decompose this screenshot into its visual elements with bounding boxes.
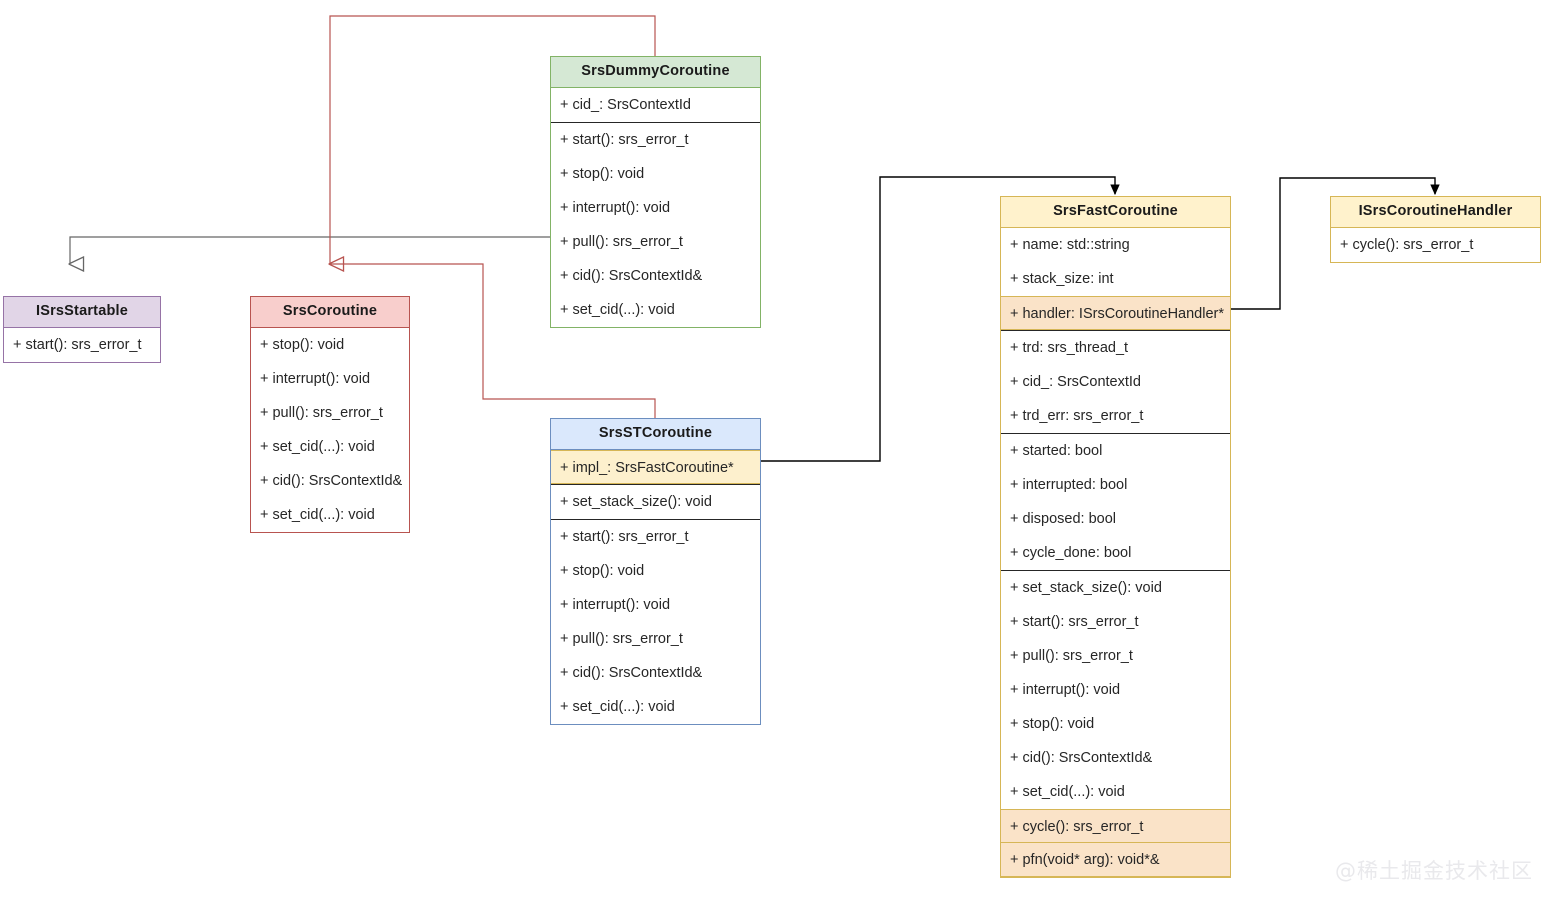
method-row: + start(): srs_error_t [560, 131, 689, 148]
method-row: + stop(): void [560, 562, 645, 579]
section-d: + set_stack_size(): void + start(): srs_… [1001, 569, 1230, 877]
member-row: + start(): srs_error_t [13, 336, 142, 353]
member-row: + pull(): srs_error_t [260, 404, 383, 421]
method-row: + stop(): void [1010, 715, 1095, 732]
class-box-srs-dummy-coroutine[interactable]: SrsDummyCoroutine + cid_: SrsContextId +… [550, 56, 761, 328]
class-title-srs-fast-coroutine: SrsFastCoroutine [1001, 197, 1230, 228]
method-row: + set_cid(...): void [560, 698, 675, 715]
class-box-isrs-coroutine-handler[interactable]: ISrsCoroutineHandler + cycle(): srs_erro… [1330, 196, 1541, 263]
member-row: + cycle(): srs_error_t [1340, 236, 1474, 253]
member-row: + cid(): SrsContextId& [260, 472, 403, 489]
section-members: + cycle(): srs_error_t [1331, 228, 1540, 262]
attribute-row: + cid_: SrsContextId [1010, 373, 1141, 390]
class-title-srs-dummy-coroutine: SrsDummyCoroutine [551, 57, 760, 88]
method-row: + cid(): SrsContextId& [1010, 749, 1153, 766]
section-members: + start(): srs_error_t [4, 328, 160, 362]
attribute-row-highlighted: + impl_: SrsFastCoroutine* [551, 449, 760, 484]
class-box-srs-fast-coroutine[interactable]: SrsFastCoroutine + name: std::string + s… [1000, 196, 1231, 878]
method-row: + cid(): SrsContextId& [560, 267, 703, 284]
method-row: + set_stack_size(): void [1010, 579, 1162, 596]
attribute-row: + trd_err: srs_error_t [1010, 407, 1144, 424]
method-row: + cid(): SrsContextId& [560, 664, 703, 681]
class-title-isrs-coroutine-handler: ISrsCoroutineHandler [1331, 197, 1540, 228]
class-title-isrs-startable: ISrsStartable [4, 297, 160, 328]
attribute-row: + started: bool [1010, 442, 1103, 459]
attribute-row-highlighted: + handler: ISrsCoroutineHandler* [1001, 295, 1230, 330]
section-methods: + start(): srs_error_t + stop(): void + … [551, 518, 760, 724]
section-c: + started: bool + interrupted: bool + di… [1001, 432, 1230, 570]
method-row: + pull(): srs_error_t [1010, 647, 1133, 664]
section-attributes: + cid_: SrsContextId [551, 88, 760, 122]
member-row: + set_cid(...): void [260, 506, 375, 523]
member-row: + stop(): void [260, 336, 345, 353]
attribute-row: + cycle_done: bool [1010, 544, 1132, 561]
method-row: + stop(): void [560, 165, 645, 182]
method-row: + pull(): srs_error_t [560, 233, 683, 250]
method-row: + set_cid(...): void [1010, 783, 1125, 800]
method-row: + set_cid(...): void [560, 301, 675, 318]
method-row: + interrupt(): void [560, 596, 671, 613]
method-row: + interrupt(): void [1010, 681, 1121, 698]
method-row: + interrupt(): void [560, 199, 671, 216]
method-row-highlighted: + pfn(void* arg): void*& [1001, 842, 1230, 877]
class-box-srs-st-coroutine[interactable]: SrsSTCoroutine + impl_: SrsFastCoroutine… [550, 418, 761, 725]
section-members: + stop(): void + interrupt(): void + pul… [251, 328, 409, 532]
class-box-isrs-startable[interactable]: ISrsStartable + start(): srs_error_t [3, 296, 161, 363]
section-attributes: + impl_: SrsFastCoroutine* [551, 449, 760, 484]
attribute-row: + name: std::string [1010, 236, 1130, 253]
watermark-text: @稀土掘金技术社区 [1335, 859, 1533, 883]
method-row: + start(): srs_error_t [1010, 613, 1139, 630]
class-title-srs-coroutine: SrsCoroutine [251, 297, 409, 328]
method-row: + set_stack_size(): void [560, 493, 712, 510]
attribute-row: + interrupted: bool [1010, 476, 1128, 493]
attribute-row: + stack_size: int [1010, 270, 1114, 287]
section-methods: + start(): srs_error_t + stop(): void + … [551, 121, 760, 327]
section-b: + trd: srs_thread_t + cid_: SrsContextId… [1001, 329, 1230, 433]
member-row: + set_cid(...): void [260, 438, 375, 455]
section-b: + set_stack_size(): void [551, 483, 760, 519]
class-title-srs-st-coroutine: SrsSTCoroutine [551, 419, 760, 450]
attribute-row: + cid_: SrsContextId [560, 96, 691, 113]
method-row: + pull(): srs_error_t [560, 630, 683, 647]
section-a: + name: std::string + stack_size: int + … [1001, 228, 1230, 330]
method-row: + start(): srs_error_t [560, 528, 689, 545]
attribute-row: + disposed: bool [1010, 510, 1117, 527]
method-row-highlighted: + cycle(): srs_error_t [1001, 808, 1230, 843]
class-box-srs-coroutine[interactable]: SrsCoroutine + stop(): void + interrupt(… [250, 296, 410, 533]
member-row: + interrupt(): void [260, 370, 371, 387]
attribute-row: + trd: srs_thread_t [1010, 339, 1129, 356]
